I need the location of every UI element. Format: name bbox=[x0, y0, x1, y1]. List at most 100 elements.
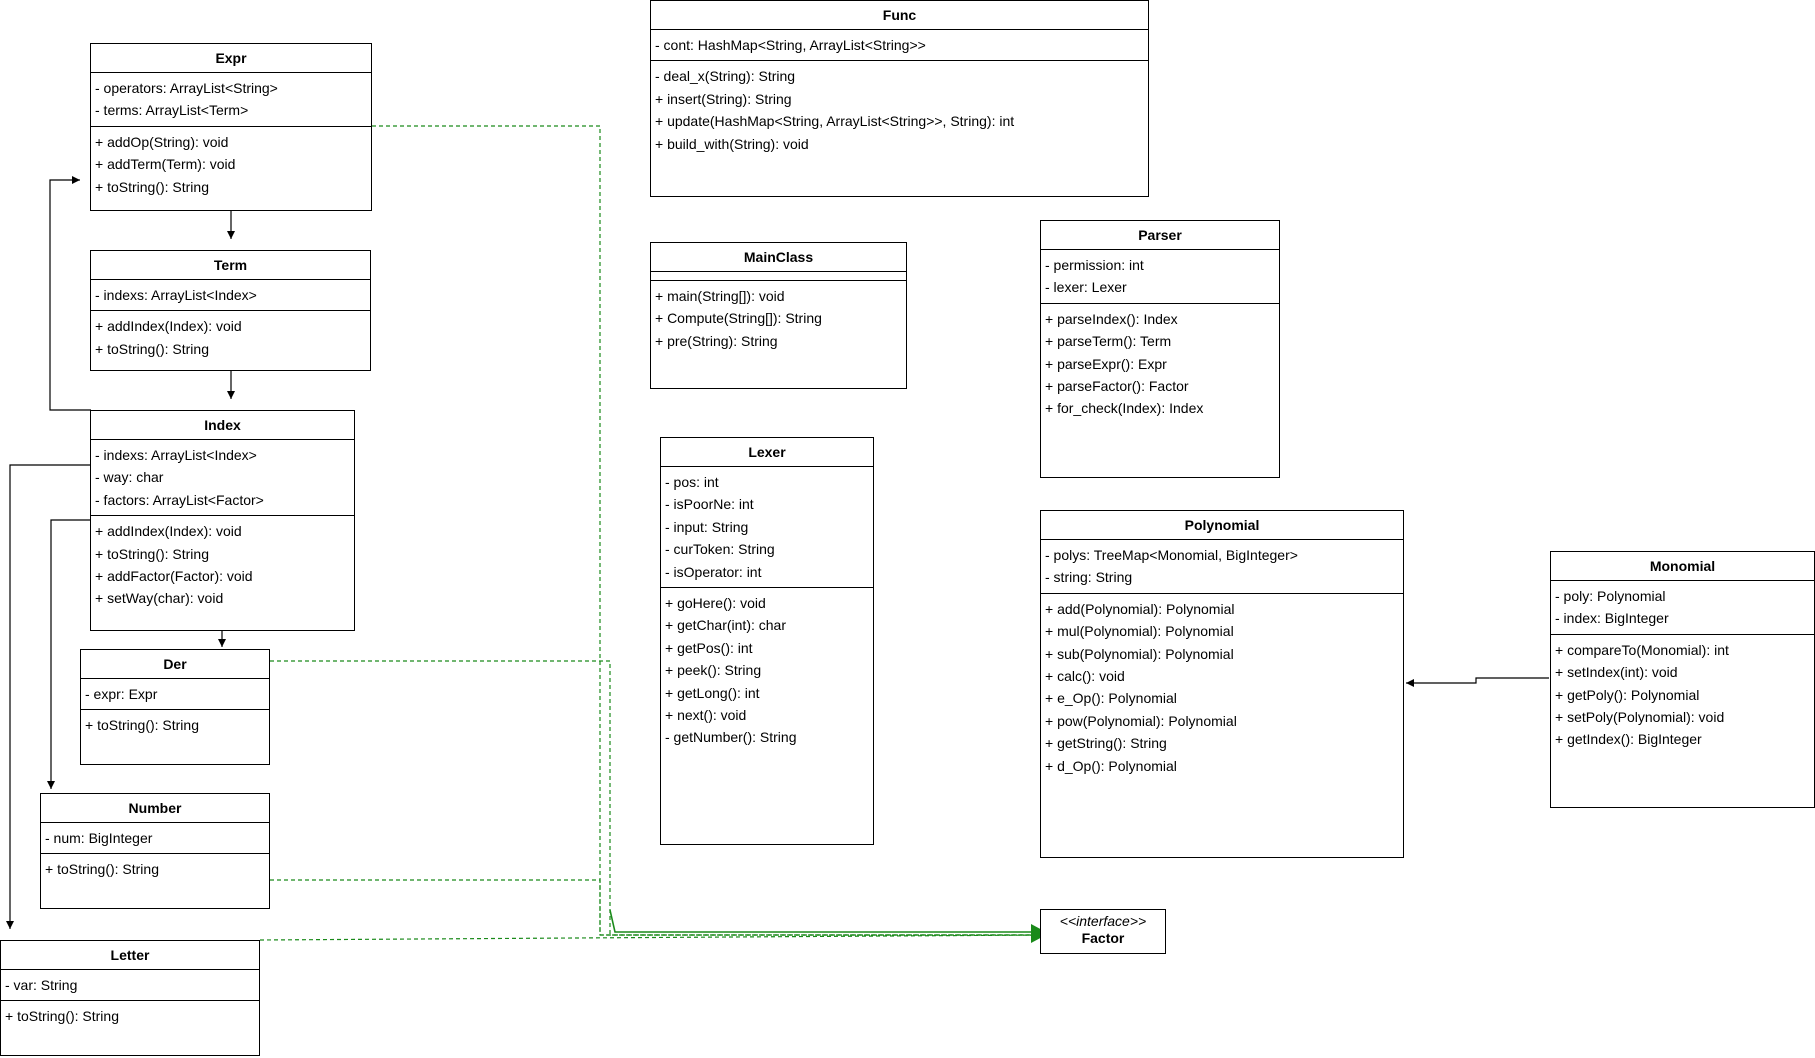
class-polynomial[interactable]: Polynomial- polys: TreeMap<Monomial, Big… bbox=[1040, 510, 1404, 858]
attribute-compartment: - indexs: ArrayList<Index> bbox=[91, 280, 370, 312]
operation-row: + toString(): String bbox=[95, 340, 209, 357]
operation-row: + compareTo(Monomial): int bbox=[1555, 641, 1729, 658]
operation-row: + next(): void bbox=[665, 707, 747, 724]
attribute-compartment: - permission: int - lexer: Lexer bbox=[1041, 250, 1279, 304]
class-name: Letter bbox=[1, 941, 259, 970]
class-name: MainClass bbox=[651, 243, 906, 272]
attribute-row: - input: String bbox=[665, 518, 749, 535]
operation-row: + getString(): String bbox=[1045, 735, 1167, 752]
operation-row: + parseExpr(): Expr bbox=[1045, 355, 1167, 372]
operation-row: + toString(): String bbox=[5, 1008, 119, 1025]
operation-row: - deal_x(String): String bbox=[655, 68, 796, 85]
attribute-row: - cont: HashMap<String, ArrayList<String… bbox=[655, 37, 926, 53]
operation-compartment: + toString(): String bbox=[41, 854, 269, 884]
class-name: Term bbox=[91, 251, 370, 280]
operation-row: + getPos(): int bbox=[665, 639, 753, 656]
attribute-compartment bbox=[651, 272, 906, 281]
class-mainclass[interactable]: MainClass + main(String[]): void + Compute… bbox=[650, 242, 907, 389]
operation-row: + calc(): void bbox=[1045, 668, 1125, 685]
operation-compartment: + add(Polynomial): Polynomial+ mul(Polyn… bbox=[1041, 594, 1403, 781]
operation-row: + insert(String): String bbox=[655, 90, 792, 107]
class-der[interactable]: Der- expr: Expr+ toString(): String bbox=[80, 649, 270, 765]
class-name: Expr bbox=[91, 44, 371, 73]
attribute-compartment: - poly: Polynomial - index: BigInteger bbox=[1551, 581, 1814, 635]
operation-row: + pre(String): String bbox=[655, 332, 778, 349]
operation-row: + peek(): String bbox=[665, 662, 762, 679]
class-letter[interactable]: Letter - var: String + toString(): String bbox=[0, 940, 260, 1056]
operation-row: + addFactor(Factor): void bbox=[95, 568, 253, 585]
attribute-row: - way: char bbox=[95, 469, 164, 486]
attribute-row: - curToken: String bbox=[665, 541, 775, 558]
attribute-row: - lexer: Lexer bbox=[1045, 279, 1127, 296]
operation-row: + setPoly(Polynomial): void bbox=[1555, 709, 1725, 726]
attribute-row: - polys: TreeMap<Monomial, BigInteger> bbox=[1045, 547, 1298, 563]
attribute-row: - poly: Polynomial bbox=[1555, 588, 1666, 604]
operation-row: + addTerm(Term): void bbox=[95, 156, 236, 173]
operation-row: + Compute(String[]): String bbox=[655, 310, 822, 327]
realize-number-factor bbox=[270, 879, 1046, 936]
edge-index-letter bbox=[6, 464, 91, 929]
class-name: Lexer bbox=[661, 438, 873, 467]
operation-compartment: + toString(): String bbox=[1, 1001, 259, 1031]
attribute-row: - indexs: ArrayList<Index> bbox=[95, 447, 257, 463]
edge-monomial-polynomial bbox=[1406, 677, 1549, 687]
operation-compartment: + parseIndex(): Index + parseTerm(): Term… bbox=[1041, 304, 1279, 424]
operation-row: + toString(): String bbox=[45, 861, 159, 878]
attribute-compartment: - num: BigInteger bbox=[41, 823, 269, 855]
class-index[interactable]: Index- indexs: ArrayList<Index>- way: ch… bbox=[90, 410, 355, 631]
operation-compartment: + addOp(String): void+ addTerm(Term): vo… bbox=[91, 127, 371, 202]
operation-row: + e_Op(): Polynomial bbox=[1045, 690, 1177, 707]
operation-row: + parseTerm(): Term bbox=[1045, 333, 1172, 350]
interface-stereotype: <<interface>> bbox=[1059, 913, 1147, 929]
realize-letter-factor bbox=[259, 934, 1047, 941]
class-name: Monomial bbox=[1551, 552, 1814, 581]
realize-der-factor bbox=[270, 660, 1046, 936]
edge-index-expr bbox=[49, 176, 91, 411]
operation-row: + build_with(String): void bbox=[655, 135, 809, 152]
association-connectors bbox=[6, 176, 1549, 929]
class-term[interactable]: Term - indexs: ArrayList<Index> + addIndex… bbox=[90, 250, 371, 371]
operation-row: + toString(): String bbox=[95, 545, 209, 562]
operation-compartment: + addIndex(Index): void+ toString(): Str… bbox=[91, 516, 354, 614]
operation-row: + setIndex(int): void bbox=[1555, 664, 1678, 681]
class-name: Polynomial bbox=[1041, 511, 1403, 540]
attribute-compartment: - indexs: ArrayList<Index> - way: char - f… bbox=[91, 440, 354, 517]
attribute-row: - var: String bbox=[5, 977, 78, 993]
class-monomial[interactable]: Monomial - poly: Polynomial - index: BigIn… bbox=[1550, 551, 1815, 808]
operation-row: + setWay(char): void bbox=[95, 590, 224, 607]
realization-overlay bbox=[609, 909, 1046, 940]
operation-row: + getLong(): int bbox=[665, 684, 760, 701]
operation-row: + parseIndex(): Index bbox=[1045, 310, 1178, 327]
attribute-row: - indexs: ArrayList<Index> bbox=[95, 287, 257, 303]
operation-compartment: - deal_x(String): String + insert(String)… bbox=[651, 61, 1148, 159]
operation-row: + toString(): String bbox=[85, 717, 199, 734]
operation-row: + d_Op(): Polynomial bbox=[1045, 757, 1177, 774]
operation-compartment: + goHere(): void+ getChar(int): char+ ge… bbox=[661, 588, 873, 753]
class-name: Func bbox=[651, 1, 1148, 30]
class-func[interactable]: Func - cont: HashMap<String, ArrayList<St… bbox=[650, 0, 1149, 197]
attribute-row: - factors: ArrayList<Factor> bbox=[95, 491, 264, 508]
operation-row: - getNumber(): String bbox=[665, 729, 797, 746]
attribute-compartment: - cont: HashMap<String, ArrayList<String… bbox=[651, 30, 1148, 62]
operation-row: + mul(Polynomial): Polynomial bbox=[1045, 623, 1234, 640]
attribute-compartment: - var: String bbox=[1, 970, 259, 1002]
class-number[interactable]: Number- num: BigInteger+ toString(): Str… bbox=[40, 793, 270, 909]
attribute-row: - permission: int bbox=[1045, 257, 1144, 273]
attribute-compartment: - polys: TreeMap<Monomial, BigInteger>- … bbox=[1041, 540, 1403, 594]
operation-row: + main(String[]): void bbox=[655, 288, 785, 304]
interface-factor[interactable]: <<interface>> Factor bbox=[1040, 909, 1166, 954]
class-parser[interactable]: Parser- permission: int- lexer: Lexer+ p… bbox=[1040, 220, 1280, 478]
operation-row: + getIndex(): BigInteger bbox=[1555, 731, 1702, 748]
operation-row: + addIndex(Index): void bbox=[95, 318, 242, 335]
attribute-row: - index: BigInteger bbox=[1555, 610, 1669, 627]
operation-compartment: + compareTo(Monomial): int + setIndex(int… bbox=[1551, 635, 1814, 755]
operation-compartment: + main(String[]): void + Compute(String[]… bbox=[651, 281, 906, 356]
class-lexer[interactable]: Lexer- pos: int- isPoorNe: int- input: S… bbox=[660, 437, 874, 845]
operation-compartment: + toString(): String bbox=[81, 710, 269, 740]
operation-row: + getChar(int): char bbox=[665, 617, 786, 634]
operation-compartment: + addIndex(Index): void + toString(): Str… bbox=[91, 311, 370, 364]
operation-row: + getPoly(): Polynomial bbox=[1555, 686, 1700, 703]
attribute-compartment: - pos: int- isPoorNe: int- input: String… bbox=[661, 467, 873, 589]
class-expr[interactable]: Expr- operators: ArrayList<String>- term… bbox=[90, 43, 372, 211]
